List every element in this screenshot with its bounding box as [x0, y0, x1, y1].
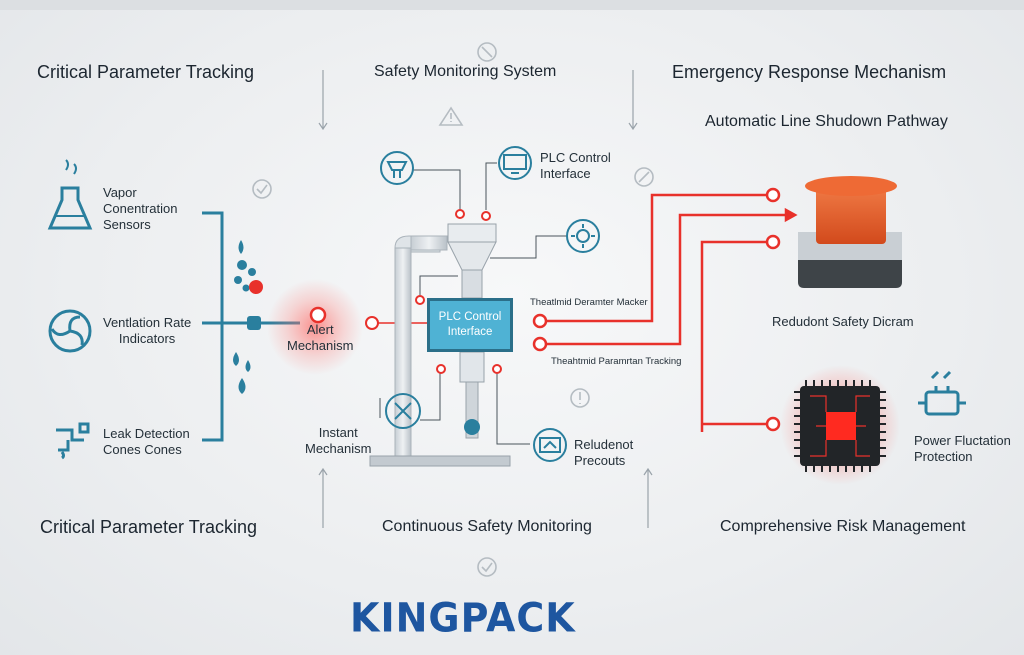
alert-glow: [267, 279, 363, 375]
power-line-1: Power Fluctation: [914, 433, 1011, 448]
faint-status-icons: [252, 42, 654, 577]
plc-top-line-2: Interface: [540, 166, 591, 181]
sensor-flow-particles: [233, 240, 261, 394]
vapor-line-3: Sensors: [103, 217, 151, 232]
plc-box-line-1: PLC Control: [438, 311, 502, 323]
param-marker-label: Theatlmid Deramter Macker: [530, 297, 648, 308]
plc-top-label: PLC Control Interface: [540, 150, 611, 182]
header-bottom-right: Comprehensive Risk Management: [720, 518, 966, 535]
ventilation-label: Ventlation Rate Indicators: [103, 315, 191, 347]
header-arrows: [318, 70, 653, 528]
ventilation-line-1: Ventlation Rate: [103, 315, 192, 330]
instant-line-2: Mechanism: [305, 441, 372, 456]
processor-chip-icon: [794, 380, 886, 472]
redundant-precouts-label: Reludenot Precouts: [574, 437, 633, 469]
param-tracking-label: Theahtmid Paramrtan Tracking: [551, 356, 682, 367]
plc-control-interface-box: PLC Control Interface: [427, 298, 513, 352]
gear-icon: [566, 219, 600, 253]
gauge-icon: [533, 428, 567, 462]
alert-node: [309, 306, 327, 324]
ventilation-line-2: Indicators: [118, 331, 176, 346]
sensor-alert-dot: [249, 280, 263, 294]
header-top-center: Safety Monitoring System: [374, 63, 557, 80]
emergency-stop-button: [798, 176, 902, 288]
instant-mechanism-label: Instant Mechanism: [305, 425, 371, 457]
alert-line-1: Alert: [306, 322, 334, 337]
fan-icon: [48, 309, 92, 353]
header-top-right: Emergency Response Mechanism: [672, 62, 947, 82]
power-plug-icon: [918, 370, 966, 416]
leak-pipe-icon: [56, 422, 90, 460]
alert-mechanism-label: Alert Mechanism: [287, 322, 353, 354]
top-strip: [0, 0, 1024, 10]
flask-icon: [47, 159, 93, 230]
emergency-routing-lines: [545, 193, 798, 432]
instant-line-1: Instant: [318, 425, 358, 440]
leak-line-1: Leak Detection: [103, 426, 190, 441]
power-line-2: Protection: [914, 449, 973, 464]
redundant-line-2: Precouts: [574, 453, 626, 468]
safety-diagram-label: Redudont Safety Dicram: [772, 314, 914, 329]
monitor-icon: [498, 146, 532, 180]
leak-line-2: Cones Cones: [103, 442, 182, 457]
vapor-line-1: Vapor: [103, 185, 137, 200]
machine-red-nodes: [415, 209, 502, 374]
power-protection-label: Power Fluctation Protection: [914, 433, 1011, 465]
machine-callouts: [379, 162, 568, 445]
vapor-line-2: Conentration: [103, 201, 178, 216]
redundant-line-1: Reludenot: [574, 437, 634, 452]
plc-top-line-1: PLC Control: [540, 150, 611, 165]
machine-illustration: [369, 223, 511, 467]
kingpack-logo: KINGPACK: [350, 594, 576, 642]
header-bottom-left: Critical Parameter Tracking: [40, 517, 258, 537]
sensor-head-icon: [380, 151, 414, 185]
header-top-left: Critical Parameter Tracking: [37, 62, 255, 82]
vapor-sensor-label: Vapor Conentration Sensors: [103, 185, 177, 233]
alert-link-node: [365, 316, 379, 330]
header-bottom-center: Continuous Safety Monitoring: [382, 518, 592, 535]
tools-icon: [385, 393, 421, 429]
leak-detection-label: Leak Detection Cones Cones: [103, 426, 190, 458]
plc-box-line-2: Interface: [447, 326, 493, 338]
alert-line-2: Mechanism: [287, 338, 354, 353]
header-top-right-sub: Automatic Line Shudown Pathway: [705, 113, 948, 130]
routing-nodes: [532, 187, 781, 432]
